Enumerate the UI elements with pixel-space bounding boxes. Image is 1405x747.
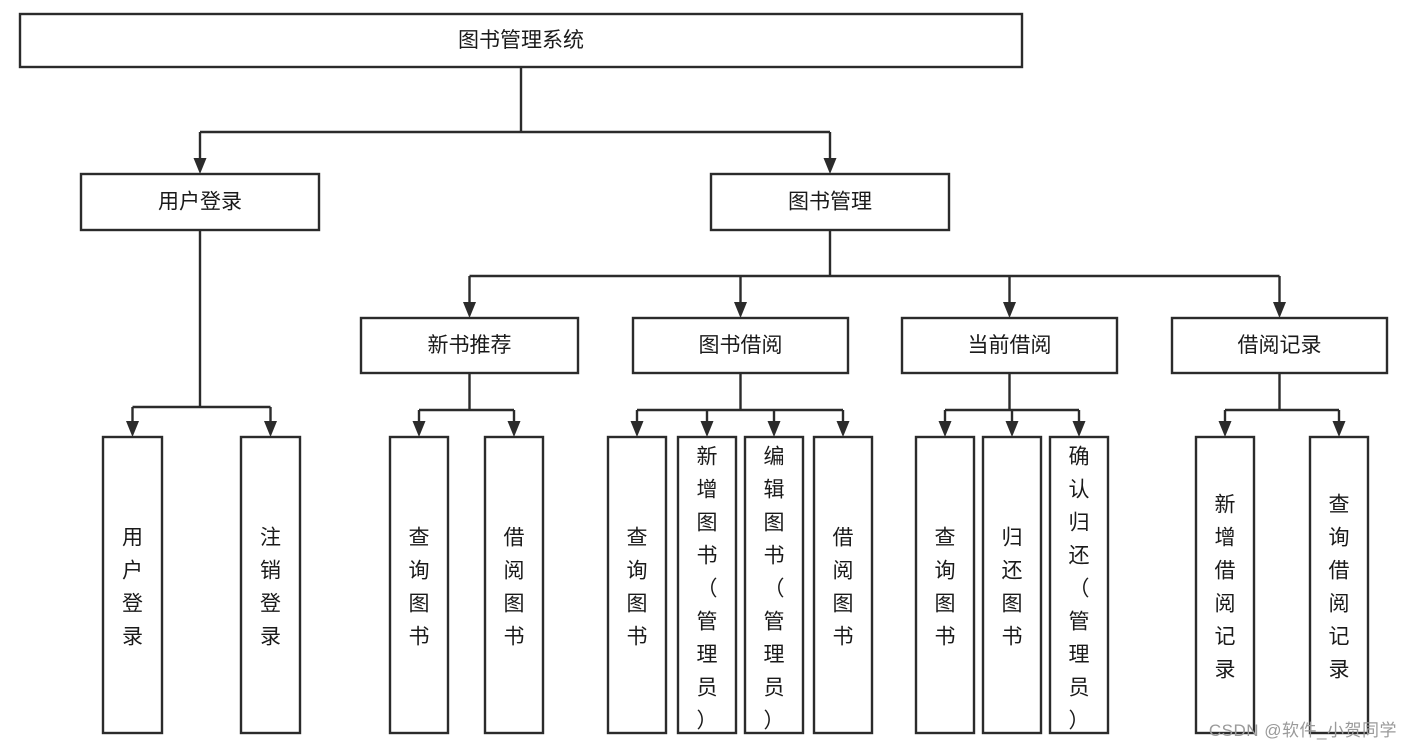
node-leaf-query-book-2[interactable]: 查询图书: [606, 435, 668, 735]
node-box[interactable]: [812, 435, 874, 735]
node-box[interactable]: [239, 435, 302, 735]
node-box[interactable]: [18, 12, 1024, 69]
node-label: 归还图书: [1002, 527, 1023, 649]
node-label: 图书管理系统: [458, 29, 584, 52]
node-box[interactable]: [1048, 435, 1110, 735]
node-box[interactable]: [1170, 316, 1389, 375]
node-leaf-query-record[interactable]: 查询借阅记录: [1308, 435, 1370, 735]
node-book-borrow[interactable]: 图书借阅: [631, 316, 850, 375]
node-leaf-add-book[interactable]: 新增图书（管理员）: [676, 435, 738, 735]
arrow-head: [1072, 421, 1086, 437]
edge-layer: [126, 67, 1346, 437]
node-label: 借阅记录: [1238, 334, 1322, 357]
node-label: 用户登录: [158, 191, 242, 214]
node-root[interactable]: 图书管理系统: [18, 12, 1024, 69]
node-label: 新增借阅记录: [1215, 494, 1236, 682]
node-label: 查询借阅记录: [1329, 494, 1350, 682]
arrow-head: [823, 158, 837, 174]
node-box[interactable]: [606, 435, 668, 735]
node-label: 用户登录: [122, 527, 143, 649]
node-leaf-confirm-return[interactable]: 确认归还（管理员）: [1048, 435, 1110, 735]
node-leaf-borrow-book-2[interactable]: 借阅图书: [812, 435, 874, 735]
node-leaf-add-record[interactable]: 新增借阅记录: [1194, 435, 1256, 735]
node-box[interactable]: [359, 316, 580, 375]
node-label: 借阅图书: [504, 527, 525, 649]
node-leaf-user-login[interactable]: 用户登录: [101, 435, 164, 735]
node-label: 编辑图书（管理员）: [764, 445, 785, 732]
arrow-head: [1005, 421, 1019, 437]
node-label: 新增图书（管理员）: [697, 445, 718, 732]
node-label: 图书管理: [788, 191, 872, 214]
arrow-head: [938, 421, 952, 437]
node-label: 注销登录: [260, 527, 281, 649]
watermark-label: CSDN @软件_小贺同学: [1208, 721, 1397, 740]
node-new-book-rec[interactable]: 新书推荐: [359, 316, 580, 375]
node-label: 查询图书: [409, 527, 430, 649]
arrow-head: [1332, 421, 1346, 437]
node-label: 新书推荐: [428, 334, 512, 357]
node-box[interactable]: [79, 172, 321, 232]
node-box[interactable]: [631, 316, 850, 375]
node-box[interactable]: [743, 435, 805, 735]
node-user-login[interactable]: 用户登录: [79, 172, 321, 232]
node-box[interactable]: [709, 172, 951, 232]
node-current-borrow[interactable]: 当前借阅: [900, 316, 1119, 375]
node-label: 查询图书: [935, 527, 956, 649]
arrow-head: [412, 421, 426, 437]
node-box[interactable]: [981, 435, 1043, 735]
node-borrow-record[interactable]: 借阅记录: [1170, 316, 1389, 375]
node-label: 图书借阅: [699, 334, 783, 357]
arrow-head: [507, 421, 521, 437]
node-box[interactable]: [1194, 435, 1256, 735]
arrow-head: [734, 302, 747, 318]
node-box[interactable]: [483, 435, 545, 735]
node-box[interactable]: [1308, 435, 1370, 735]
node-book-mgmt[interactable]: 图书管理: [709, 172, 951, 232]
arrow-head: [126, 421, 139, 437]
arrow-head: [1003, 302, 1016, 318]
node-layer: 图书管理系统用户登录图书管理新书推荐图书借阅当前借阅借阅记录用户登录注销登录查询…: [18, 12, 1389, 735]
node-box[interactable]: [676, 435, 738, 735]
node-box[interactable]: [101, 435, 164, 735]
node-label: 确认归还（管理员）: [1069, 445, 1090, 732]
node-leaf-logout[interactable]: 注销登录: [239, 435, 302, 735]
arrow-head: [700, 421, 714, 437]
node-label: 当前借阅: [968, 334, 1052, 357]
node-box[interactable]: [388, 435, 450, 735]
arrow-head: [767, 421, 781, 437]
node-label: 借阅图书: [833, 527, 854, 649]
arrow-head: [1218, 421, 1232, 437]
node-leaf-query-book-3[interactable]: 查询图书: [914, 435, 976, 735]
node-leaf-query-book-1[interactable]: 查询图书: [388, 435, 450, 735]
arrow-head: [836, 421, 850, 437]
node-box[interactable]: [914, 435, 976, 735]
node-leaf-borrow-book-1[interactable]: 借阅图书: [483, 435, 545, 735]
arrow-head: [1273, 302, 1286, 318]
arrow-head: [264, 421, 277, 437]
node-box[interactable]: [900, 316, 1119, 375]
arrow-head: [193, 158, 207, 174]
arrow-head: [630, 421, 644, 437]
node-leaf-edit-book[interactable]: 编辑图书（管理员）: [743, 435, 805, 735]
arrow-head: [463, 302, 476, 318]
node-leaf-return-book[interactable]: 归还图书: [981, 435, 1043, 735]
node-label: 查询图书: [627, 527, 648, 649]
